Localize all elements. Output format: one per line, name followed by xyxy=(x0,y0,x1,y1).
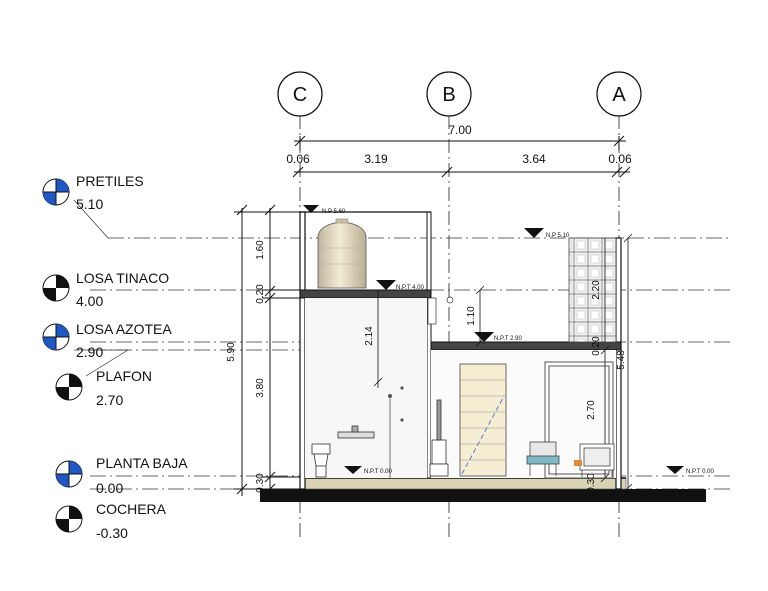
ground-floor-fill xyxy=(299,477,627,490)
dim-right-wall: 0.06 xyxy=(608,152,632,166)
dim-left-wall: 0.06 xyxy=(286,152,310,166)
water-tank xyxy=(317,218,367,289)
tinaco-slab xyxy=(299,289,432,299)
npt-top-left: N.P 5.60 xyxy=(322,209,346,215)
dim-slab-height: 0.20 xyxy=(255,284,266,304)
level-marker-losa-azotea xyxy=(42,323,70,351)
level-marker-planta-baja xyxy=(55,460,83,488)
grid-label-b: B xyxy=(442,84,455,106)
shower-fixtures xyxy=(388,386,404,478)
level-value-plafon: 2.70 xyxy=(96,392,123,408)
npt-ground: N.P.T 0.00 xyxy=(364,469,392,475)
wall-tinaco-right xyxy=(426,211,432,479)
level-value-pretiles: 5.10 xyxy=(76,196,103,212)
side-table xyxy=(579,443,615,477)
level-value-losa-tinaco: 4.00 xyxy=(76,293,103,309)
level-name-plafon: PLAFON xyxy=(96,368,152,384)
npt-right-top: N.P 5.10 xyxy=(546,233,570,239)
glass-block-wall xyxy=(568,237,617,343)
toilet xyxy=(311,443,331,478)
level-name-losa-tinaco: LOSA TINACO xyxy=(76,270,169,286)
level-leaders xyxy=(73,199,130,377)
dim-span-ba: 3.64 xyxy=(522,152,546,166)
npt-tinaco: N.P.T 4.00 xyxy=(396,285,424,291)
grid-label-a: A xyxy=(612,84,626,106)
level-marker-cochera xyxy=(55,505,83,533)
foundation-slab xyxy=(260,489,706,502)
dim-110: 1.10 xyxy=(466,306,477,326)
armchair xyxy=(526,441,560,476)
grid-bubble-c: C xyxy=(277,71,323,117)
level-triangles xyxy=(303,205,684,474)
roof-vent xyxy=(427,296,454,325)
dim-pretil-height: 1.60 xyxy=(255,240,266,260)
dim-total-height: 5.90 xyxy=(226,342,237,362)
level-name-planta-baja: PLANTA BAJA xyxy=(96,455,188,471)
level-name-cochera: COCHERA xyxy=(96,501,167,517)
dim-214: 2.14 xyxy=(364,326,375,346)
overall-dimension-text: 7.00 xyxy=(448,123,472,137)
grid-label-c: C xyxy=(293,84,307,106)
water-heater xyxy=(429,399,449,477)
small-box xyxy=(574,460,582,466)
dim-floor-height: 3.80 xyxy=(255,378,266,398)
grid-bubble-b: B xyxy=(426,71,472,117)
dim-030: 0.30 xyxy=(586,473,597,493)
dim-548: 5.48 xyxy=(616,350,627,370)
level-marker-pretiles xyxy=(42,178,70,206)
grid-bubble-a: A xyxy=(596,71,642,117)
window-frame xyxy=(544,361,614,479)
npt-azotea: N.P.T 2.90 xyxy=(494,336,522,342)
sink xyxy=(337,425,375,439)
level-name-losa-azotea: LOSA AZOTEA xyxy=(76,321,172,337)
dim-base-height: 0.30 xyxy=(255,473,266,493)
dim-020: 0.20 xyxy=(591,336,602,356)
span-dimension-line xyxy=(292,166,631,178)
dim-270: 2.70 xyxy=(586,400,597,420)
left-vertical-dimensions xyxy=(234,204,300,496)
dim-span-cb: 3.19 xyxy=(364,152,388,166)
npt-outside: N.P.T 0.00 xyxy=(686,469,714,475)
level-value-cochera: -0.30 xyxy=(96,525,128,541)
level-value-losa-azotea: 2.90 xyxy=(76,344,103,360)
level-marker-losa-tinaco xyxy=(42,274,70,302)
level-name-pretiles: PRETILES xyxy=(76,173,144,189)
overall-dimension-line xyxy=(294,135,626,150)
door-panel xyxy=(459,363,507,477)
level-marker-plafon xyxy=(55,373,83,401)
dim-220: 2.20 xyxy=(591,280,602,300)
level-value-planta-baja: 0.00 xyxy=(96,480,123,496)
wall-c xyxy=(299,211,306,490)
